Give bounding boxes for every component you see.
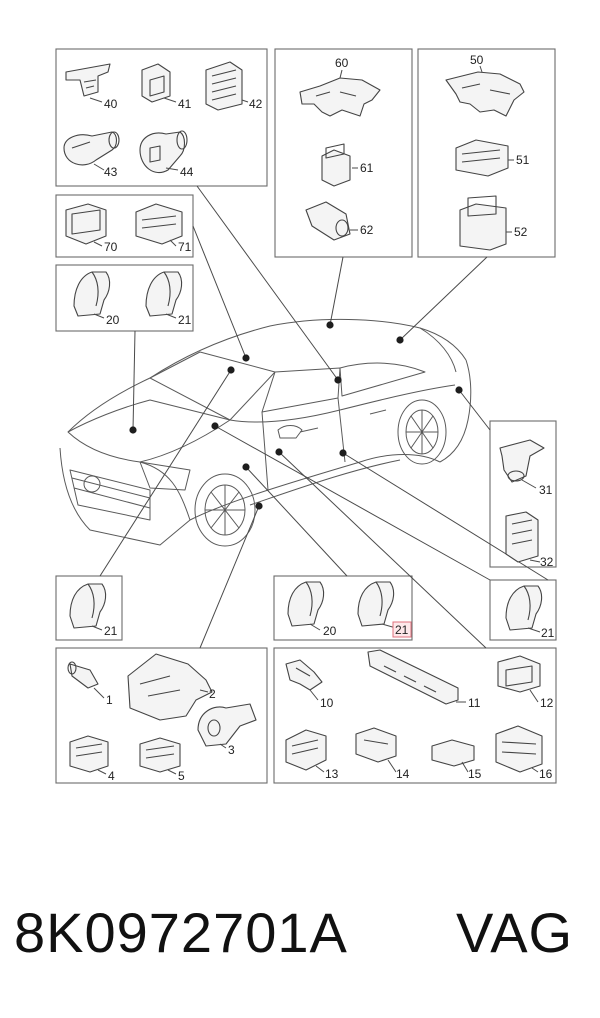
part-5-connector: [139, 737, 181, 773]
part-51-connector: [455, 139, 509, 177]
dot: [334, 376, 342, 384]
leader-lines: [99, 185, 549, 649]
part-20-cap-middle: [287, 581, 325, 627]
part-number-3: 3: [228, 743, 235, 757]
part-numbers: 40 41 42 43 44 60 61 62 50 51 52 70 71 2…: [104, 53, 555, 783]
group-box-10-16: [273, 647, 557, 784]
part-44-sensor: [139, 130, 188, 174]
part-number-4: 4: [108, 769, 115, 783]
part-12-connector: [497, 655, 541, 693]
part-number-40: 40: [104, 97, 118, 111]
part-number-21: 21: [178, 313, 192, 327]
part-number-51: 51: [516, 153, 530, 167]
brand-name: VAG: [456, 901, 574, 964]
part-number-12: 12: [540, 696, 554, 710]
leader-dots: [129, 321, 463, 510]
dot: [242, 354, 250, 362]
part-number-13: 13: [325, 767, 339, 781]
group-box-21-right: [489, 579, 557, 641]
part-60-bracket: [299, 77, 381, 117]
group-box-31-32: [489, 420, 557, 568]
part-number-60: 60: [335, 56, 349, 70]
part-4-connector: [69, 735, 109, 773]
part-number-20: 20: [106, 313, 120, 327]
part-number-50: 50: [470, 53, 484, 67]
dot: [396, 336, 404, 344]
part-40-clip: [65, 63, 111, 97]
part-number-71: 71: [178, 240, 192, 254]
part-number-61: 61: [360, 161, 374, 175]
group-box-20-21-middle: [273, 575, 413, 641]
part-70-holder: [65, 203, 107, 245]
part-16-connector: [495, 725, 543, 773]
part-number-41: 41: [178, 97, 192, 111]
dot: [339, 449, 347, 457]
part-61-connector: [321, 143, 351, 187]
part-21-cap-right: [505, 585, 543, 631]
part-21-cap-top: [145, 271, 183, 317]
part-62-connector: [305, 201, 351, 241]
part-31-bracket: [499, 439, 545, 483]
group-box-60-62: [274, 48, 413, 258]
part-number-32: 32: [540, 555, 554, 569]
dot: [227, 366, 235, 374]
part-71-connector: [135, 203, 183, 245]
part-number-15: 15: [468, 767, 482, 781]
part-number-11: 11: [468, 696, 481, 710]
part-42-connector: [205, 61, 243, 111]
part-number-21: 21: [541, 626, 555, 640]
part-number-16: 16: [539, 767, 553, 781]
part-code: 8K0972701A: [14, 901, 348, 964]
part-number-20: 20: [323, 624, 337, 638]
callout-ticks: [89, 65, 541, 775]
group-box-1-5: [55, 647, 268, 784]
part-number-31: 31: [539, 483, 553, 497]
dot: [242, 463, 250, 471]
part-number-42: 42: [249, 97, 263, 111]
part-50-bracket: [445, 71, 525, 117]
group-box-40-44: [55, 48, 268, 187]
part-1-plug: [67, 661, 99, 689]
highlight-box: [392, 621, 412, 638]
group-box-21-left: [55, 575, 123, 641]
part-10-clip: [285, 659, 323, 691]
dot: [211, 422, 219, 430]
part-52-connector: [459, 195, 507, 251]
part-32-connector: [505, 511, 539, 563]
part-3-bracket: [197, 703, 257, 747]
part-43-sensor: [63, 131, 120, 166]
group-box-20-21-top: [55, 264, 194, 332]
part-number-44: 44: [180, 165, 194, 179]
dot: [255, 502, 263, 510]
part-21-cap-middle: [357, 581, 395, 627]
part-number-43: 43: [104, 165, 118, 179]
part-number-1: 1: [106, 693, 113, 707]
car-outline: [59, 318, 472, 547]
part-15-plug: [431, 739, 475, 767]
part-11-bracket: [367, 649, 459, 705]
part-21-cap-left: [69, 583, 107, 629]
group-boxes: [55, 48, 557, 784]
part-number-2: 2: [209, 687, 216, 701]
part-number-5: 5: [178, 769, 185, 783]
part-number-52: 52: [514, 225, 528, 239]
part-14-connector: [355, 727, 397, 763]
part-2-bracket: [127, 653, 213, 721]
part-13-connector: [285, 729, 327, 771]
dot: [326, 321, 334, 329]
dot: [275, 448, 283, 456]
dot: [129, 426, 137, 434]
dot: [455, 386, 463, 394]
part-number-70: 70: [104, 240, 118, 254]
part-number-10: 10: [320, 696, 334, 710]
part-number-21: 21: [104, 624, 118, 638]
part-number-62: 62: [360, 223, 374, 237]
part-20-cap-top: [73, 271, 111, 317]
part-number-21-highlighted: 21: [395, 623, 409, 637]
part-number-14: 14: [396, 767, 410, 781]
part-41-clip: [141, 63, 171, 103]
